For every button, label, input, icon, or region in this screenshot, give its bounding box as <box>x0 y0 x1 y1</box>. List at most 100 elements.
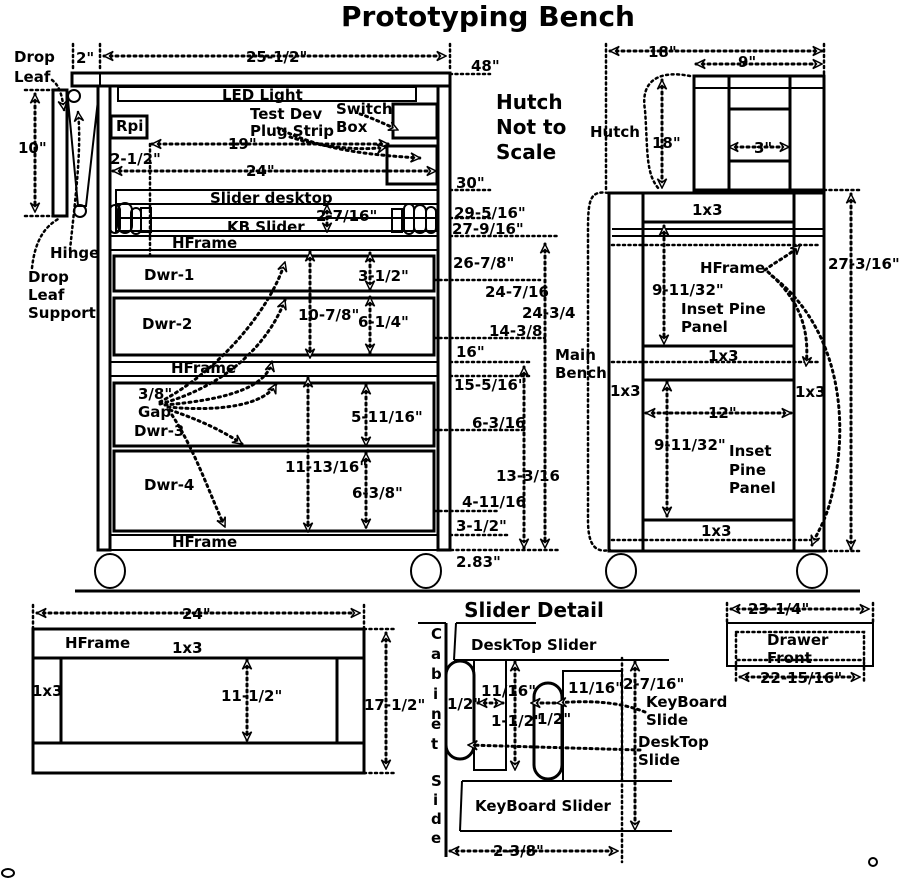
svg-text:2": 2" <box>76 49 94 67</box>
svg-text:t: t <box>431 735 438 753</box>
svg-text:Slide: Slide <box>646 711 688 729</box>
svg-text:e: e <box>431 715 441 733</box>
svg-text:14-3/8: 14-3/8 <box>489 322 542 340</box>
svg-text:19": 19" <box>228 135 257 153</box>
svg-text:Plug Strip: Plug Strip <box>250 122 334 140</box>
hutch-box <box>692 74 826 192</box>
svg-text:2-7/16": 2-7/16" <box>623 675 684 693</box>
svg-text:a: a <box>431 645 441 663</box>
svg-text:29-5/16": 29-5/16" <box>454 204 526 222</box>
drawer-2 <box>112 296 436 357</box>
svg-text:1-1/2": 1-1/2" <box>491 712 542 730</box>
svg-text:13-3/16: 13-3/16 <box>496 467 560 485</box>
right-post <box>436 84 452 552</box>
hframe-3 <box>109 534 439 551</box>
drawer-4 <box>112 449 436 533</box>
desktop-slider-label: DeskTop Slider <box>471 636 597 654</box>
drop-leaf-label: Drop <box>14 48 55 66</box>
hutch-label: Hutch <box>590 123 640 141</box>
svg-text:1/2": 1/2" <box>447 695 481 713</box>
svg-text:15-5/16": 15-5/16" <box>454 376 526 394</box>
svg-text:e: e <box>431 829 441 847</box>
svg-text:6-3/8": 6-3/8" <box>352 484 403 502</box>
svg-text:3": 3" <box>754 139 772 157</box>
svg-text:Pine: Pine <box>729 461 766 479</box>
side-labels: 18" 9" Hutch 18" 3" 1x3 HFrame 27-3/16" … <box>555 43 900 540</box>
svg-text:1x3: 1x3 <box>795 383 826 401</box>
svg-text:Leaf: Leaf <box>14 68 51 86</box>
drawer-front-outer <box>726 622 874 667</box>
svg-text:11-13/16": 11-13/16" <box>285 458 367 476</box>
svg-text:Panel: Panel <box>681 318 728 336</box>
svg-text:1/2": 1/2" <box>537 710 571 728</box>
svg-text:Not to: Not to <box>496 115 566 139</box>
svg-text:11/16": 11/16" <box>481 682 536 700</box>
svg-text:b: b <box>431 665 442 683</box>
svg-text:5-11/16": 5-11/16" <box>351 408 423 426</box>
svg-text:S: S <box>431 772 442 790</box>
drawer-1 <box>112 254 436 293</box>
wheel <box>94 553 126 589</box>
slider-end <box>425 206 437 234</box>
hframe-label: HFrame <box>172 234 237 252</box>
side-dimensions <box>586 42 864 553</box>
svg-text:10": 10" <box>18 139 47 157</box>
dwr-1-label: Dwr-1 <box>144 266 194 284</box>
svg-text:d: d <box>431 810 442 828</box>
svg-text:27-9/16": 27-9/16" <box>452 220 524 238</box>
svg-text:24-3/4: 24-3/4 <box>522 304 575 322</box>
drawer-front-detail: 23-1/4" Drawer Front 22-15/16" <box>725 600 875 687</box>
svg-text:25-1/2": 25-1/2" <box>246 48 307 66</box>
hinge-label: Hinge <box>50 244 99 262</box>
dwr-3-label: Dwr-3 <box>134 422 184 440</box>
slider-desktop-label: Slider desktop <box>210 189 333 207</box>
left-post <box>96 84 112 552</box>
slider-end <box>109 204 121 234</box>
svg-text:30": 30" <box>456 174 485 192</box>
svg-text:27-3/16": 27-3/16" <box>828 255 900 273</box>
wheel <box>605 553 637 589</box>
svg-text:22-15/16": 22-15/16" <box>760 669 842 687</box>
svg-text:3-1/2": 3-1/2" <box>358 267 409 285</box>
svg-text:24": 24" <box>246 162 275 180</box>
wheel <box>410 553 442 589</box>
svg-text:1x3: 1x3 <box>32 682 63 700</box>
slider-detail: Slider Detail C a b i n e t S i d e Desk… <box>418 598 727 864</box>
svg-text:9-11/32": 9-11/32" <box>654 436 726 454</box>
svg-text:18": 18" <box>648 43 677 61</box>
svg-text:18": 18" <box>652 134 681 152</box>
main-bench-label: Main <box>555 346 596 364</box>
svg-text:i: i <box>433 791 438 809</box>
hframe-detail: 24" HFrame 1x3 1x3 11-1/2" 17-1/2" <box>31 603 425 775</box>
rpi-label: Rpi <box>116 117 143 135</box>
slider-detail-title: Slider Detail <box>464 598 604 622</box>
main-bench-side <box>607 191 826 553</box>
svg-text:Support: Support <box>28 304 96 322</box>
svg-text:Bench: Bench <box>555 364 607 382</box>
front-view <box>51 71 860 593</box>
svg-text:48": 48" <box>471 57 500 75</box>
svg-text:Leaf: Leaf <box>28 286 65 304</box>
svg-text:4-11/16: 4-11/16 <box>462 493 526 511</box>
svg-text:12": 12" <box>708 404 737 422</box>
front-dimensions <box>23 42 562 552</box>
hframe-1 <box>109 235 439 251</box>
kb-slider-label: KB Slider <box>227 218 305 236</box>
slider-end <box>391 208 403 233</box>
side-hframe-label: HFrame <box>700 259 765 277</box>
svg-text:Gap: Gap <box>138 403 171 421</box>
svg-text:i: i <box>433 685 438 703</box>
dwr-2-label: Dwr-2 <box>142 315 192 333</box>
svg-text:9": 9" <box>738 53 756 71</box>
hframe-detail-label: HFrame <box>65 634 130 652</box>
drop-leaf-support-label: Drop <box>28 268 69 286</box>
svg-text:Front: Front <box>767 649 812 667</box>
drop-leaf-support <box>67 99 99 207</box>
switch-box <box>391 102 439 140</box>
svg-text:23-1/4": 23-1/4" <box>748 600 809 618</box>
svg-text:Scale: Scale <box>496 140 556 164</box>
bench-top <box>70 71 452 88</box>
svg-text:n: n <box>431 705 442 723</box>
